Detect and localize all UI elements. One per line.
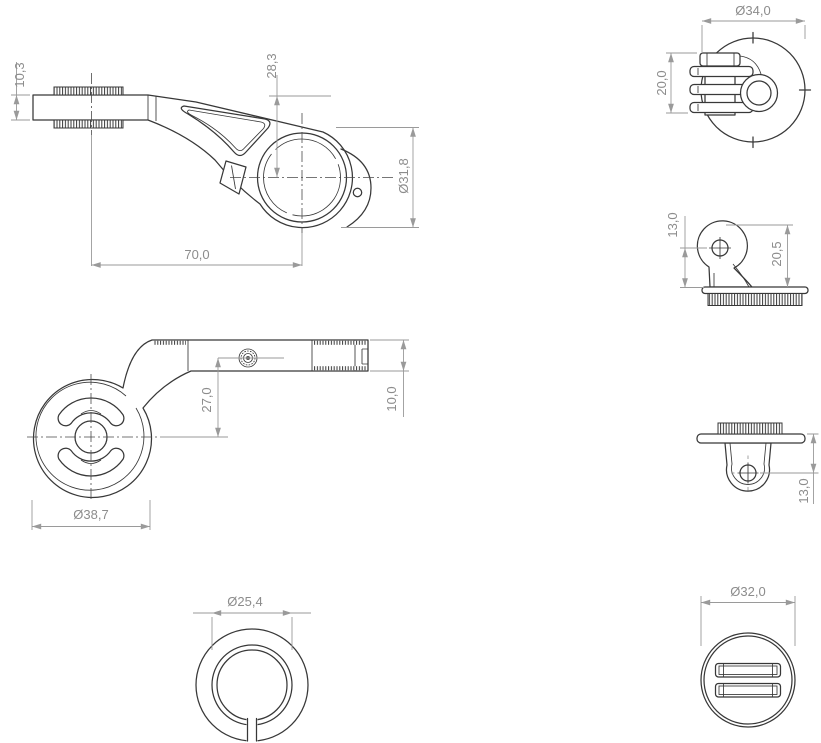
insert-bottom-view: Ø32,0 <box>700 584 796 728</box>
clamp-pad-bottom <box>53 119 124 129</box>
dim-top-screw-to-center: 27,0 <box>199 387 214 412</box>
dim-side-bar-clamp-diameter: Ø31,8 <box>396 158 411 193</box>
insert-tab <box>714 682 782 698</box>
side-view: 10,3 28,3 Ø31,8 70,0 <box>11 53 419 268</box>
pod-slot-top <box>57 397 125 427</box>
dim-front-face-diameter: Ø34,0 <box>735 3 770 18</box>
shim-split <box>246 717 258 742</box>
dim-side-top-to-bar-center: 28,3 <box>264 53 279 78</box>
dim-side-clamp-plate-height: 10,3 <box>12 62 27 87</box>
front-view: Ø34,0 20,0 <box>654 3 812 149</box>
clamp-pad-top <box>53 86 124 96</box>
insert-outer <box>700 632 796 728</box>
clamp-bolt <box>352 187 363 198</box>
finger-bore <box>746 80 772 106</box>
insert-inner <box>703 635 793 725</box>
dim-tab-hole-depth: 13,0 <box>796 478 811 503</box>
shim-outer <box>211 644 293 726</box>
dim-side-reach: 70,0 <box>184 247 209 262</box>
dim-top-pod-diameter: Ø38,7 <box>73 507 108 522</box>
gopro-finger <box>689 65 754 78</box>
dim-adapter-overall-height: 20,5 <box>769 241 784 266</box>
adapter-knurl-base <box>707 293 803 306</box>
tab-knurl-block <box>717 422 783 435</box>
dim-shim-inner-diameter: Ø25,4 <box>227 594 262 609</box>
dim-insert-diameter: Ø32,0 <box>730 584 765 599</box>
dim-front-finger-stack-height: 20,0 <box>654 70 669 95</box>
shim-view: Ø25,4 <box>193 594 311 743</box>
adapter-side-view: 13,0 20,5 <box>665 212 809 306</box>
pod-slot-bottom <box>57 447 125 477</box>
tab-front-view: 13,0 <box>696 422 819 504</box>
shim-bore <box>216 649 288 721</box>
dim-adapter-hole-height: 13,0 <box>665 212 680 237</box>
dim-top-arm-width: 10,0 <box>384 386 399 411</box>
insert-tab <box>714 662 782 678</box>
top-view: 27,0 10,0 Ø38,7 <box>27 339 409 530</box>
